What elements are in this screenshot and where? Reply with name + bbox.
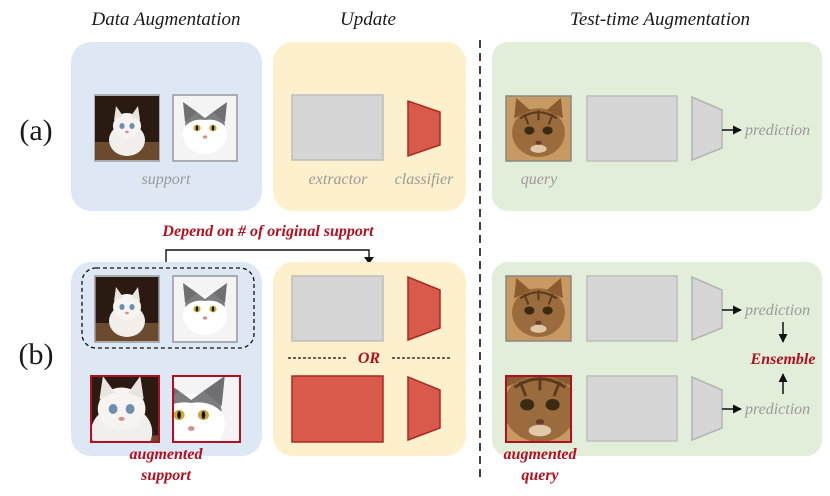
classifier-label: classifier [395,171,454,188]
or-label: OR [358,350,381,367]
augmented-query-image [505,375,572,443]
augmented-query-label-line1: augmented [504,446,578,463]
extractor-box-a [291,94,384,161]
classifier-b-top [407,275,441,342]
panel-a-data-augmentation [71,42,262,211]
ensemble-label: Ensemble [750,351,816,368]
prediction-label-b-bottom: prediction [744,401,810,418]
augmented-support-label-line1: augmented [130,446,204,463]
depend-note: Depend on # of original support [161,223,374,240]
header-test-time-augmentation: Test-time Augmentation [570,9,750,30]
augmented-query-label-line2: query [521,467,559,484]
extractor-box-b-frozen [291,275,384,342]
depend-connector [165,249,370,266]
classifier-query-a [691,95,723,162]
row-label-b: (b) [19,338,54,371]
augmented-support-image-2 [172,375,241,443]
query-image-a [505,95,572,162]
support-label: support [142,171,191,188]
classifier-query-b-bottom [691,375,723,442]
query-image-b [505,275,572,342]
support-image-a1 [94,94,160,162]
support-image-b2 [172,275,238,343]
augmented-support-image-1 [90,375,160,443]
row-label-a: (a) [19,114,52,147]
extractor-box-query-b-top [586,275,678,342]
extractor-box-query-a [586,95,678,162]
support-image-b1 [94,275,160,343]
extractor-label: extractor [309,171,368,188]
classifier-b-bottom [407,375,441,442]
header-update: Update [340,9,396,30]
extractor-box-b-finetuned [291,375,384,443]
support-image-a2 [172,94,238,162]
query-label: query [521,171,558,188]
prediction-label-a: prediction [744,122,810,139]
prediction-label-b-top: prediction [744,302,810,319]
depend-arrowhead [364,257,374,264]
classifier-a [407,99,441,158]
augmented-support-label-line2: support [140,467,191,484]
classifier-query-b-top [691,275,723,342]
original-support-group [81,267,255,349]
header-data-augmentation: Data Augmentation [90,9,240,30]
extractor-box-query-b-bottom [586,375,678,442]
